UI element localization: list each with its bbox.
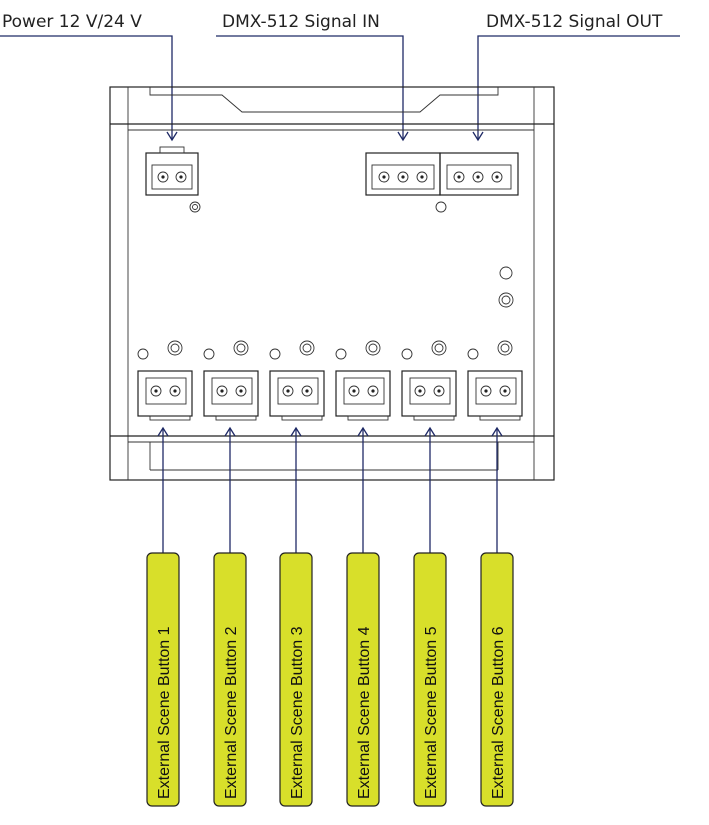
power-arrow-icon xyxy=(166,131,178,142)
dmx-out-label: DMX-512 Signal OUT xyxy=(486,12,663,32)
status-led-icon xyxy=(499,266,513,280)
button-2-arrow-icon xyxy=(224,426,236,437)
dmx-out-terminal xyxy=(439,152,519,196)
button-leader-lines xyxy=(157,426,503,553)
scene-terminal-1 xyxy=(137,340,193,421)
scene-terminal-6 xyxy=(467,340,523,421)
scene-button-tag-1: External Scene Button 1 xyxy=(146,552,180,807)
dmx-out-leader-line xyxy=(477,35,680,140)
power-leader-line xyxy=(0,35,173,140)
dmx-in-terminal xyxy=(365,152,441,196)
power-label: Power 12 V/24 V xyxy=(2,12,142,32)
scene-button-label-3: External Scene Button 3 xyxy=(289,626,306,799)
scene-terminal-3 xyxy=(269,340,325,421)
scene-button-label-2: External Scene Button 2 xyxy=(223,626,240,799)
button-1-arrow-icon xyxy=(157,426,169,437)
scene-button-tag-3: External Scene Button 3 xyxy=(279,552,313,807)
button-4-arrow-icon xyxy=(357,426,369,437)
dmx-led-icon xyxy=(435,201,447,213)
housing-outline xyxy=(109,86,555,481)
power-led-icon xyxy=(189,201,201,213)
scene-terminal-2 xyxy=(203,340,259,421)
device-housing xyxy=(109,86,555,481)
scene-button-label-6: External Scene Button 6 xyxy=(490,626,507,799)
button-3-arrow-icon xyxy=(290,426,302,437)
scene-button-label-5: External Scene Button 5 xyxy=(423,626,440,799)
trim-pot-icon xyxy=(498,292,514,308)
scene-terminal-4 xyxy=(335,340,391,421)
scene-button-label-1: External Scene Button 1 xyxy=(156,626,173,799)
scene-button-tag-2: External Scene Button 2 xyxy=(213,552,247,807)
power-terminal xyxy=(145,146,199,196)
button-5-arrow-icon xyxy=(424,426,436,437)
scene-button-tag-6: External Scene Button 6 xyxy=(480,552,514,807)
scene-terminal-5 xyxy=(401,340,457,421)
dmx-out-arrow-icon xyxy=(472,131,484,142)
scene-button-tag-4: External Scene Button 4 xyxy=(346,552,380,807)
dmx-in-label: DMX-512 Signal IN xyxy=(222,12,380,32)
scene-button-tag-5: External Scene Button 5 xyxy=(413,552,447,807)
dmx-in-leader-line xyxy=(216,35,404,140)
button-6-arrow-icon xyxy=(491,426,503,437)
top-leader-lines xyxy=(0,35,680,142)
scene-button-label-4: External Scene Button 4 xyxy=(356,626,373,799)
dmx-in-arrow-icon xyxy=(397,131,409,142)
